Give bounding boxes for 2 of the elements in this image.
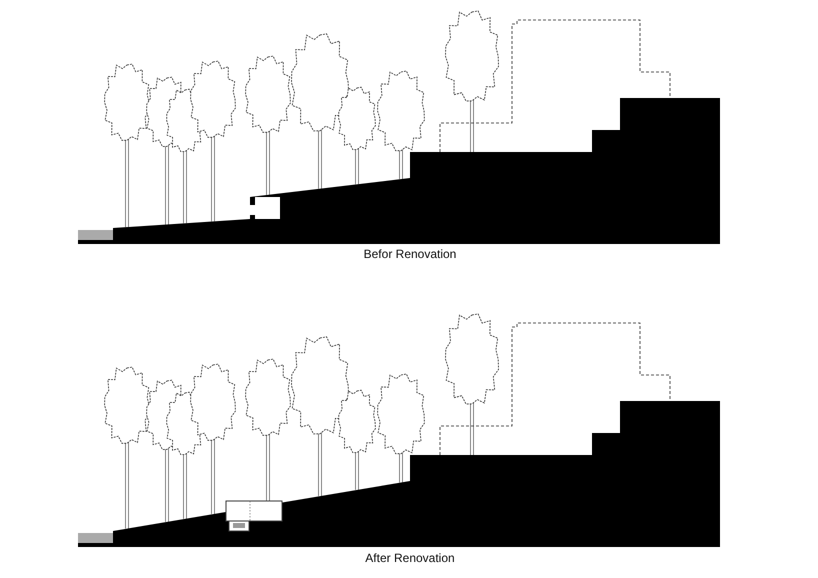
section-caption: Befor Renovation [364, 247, 456, 261]
section-caption: After Renovation [365, 551, 455, 565]
